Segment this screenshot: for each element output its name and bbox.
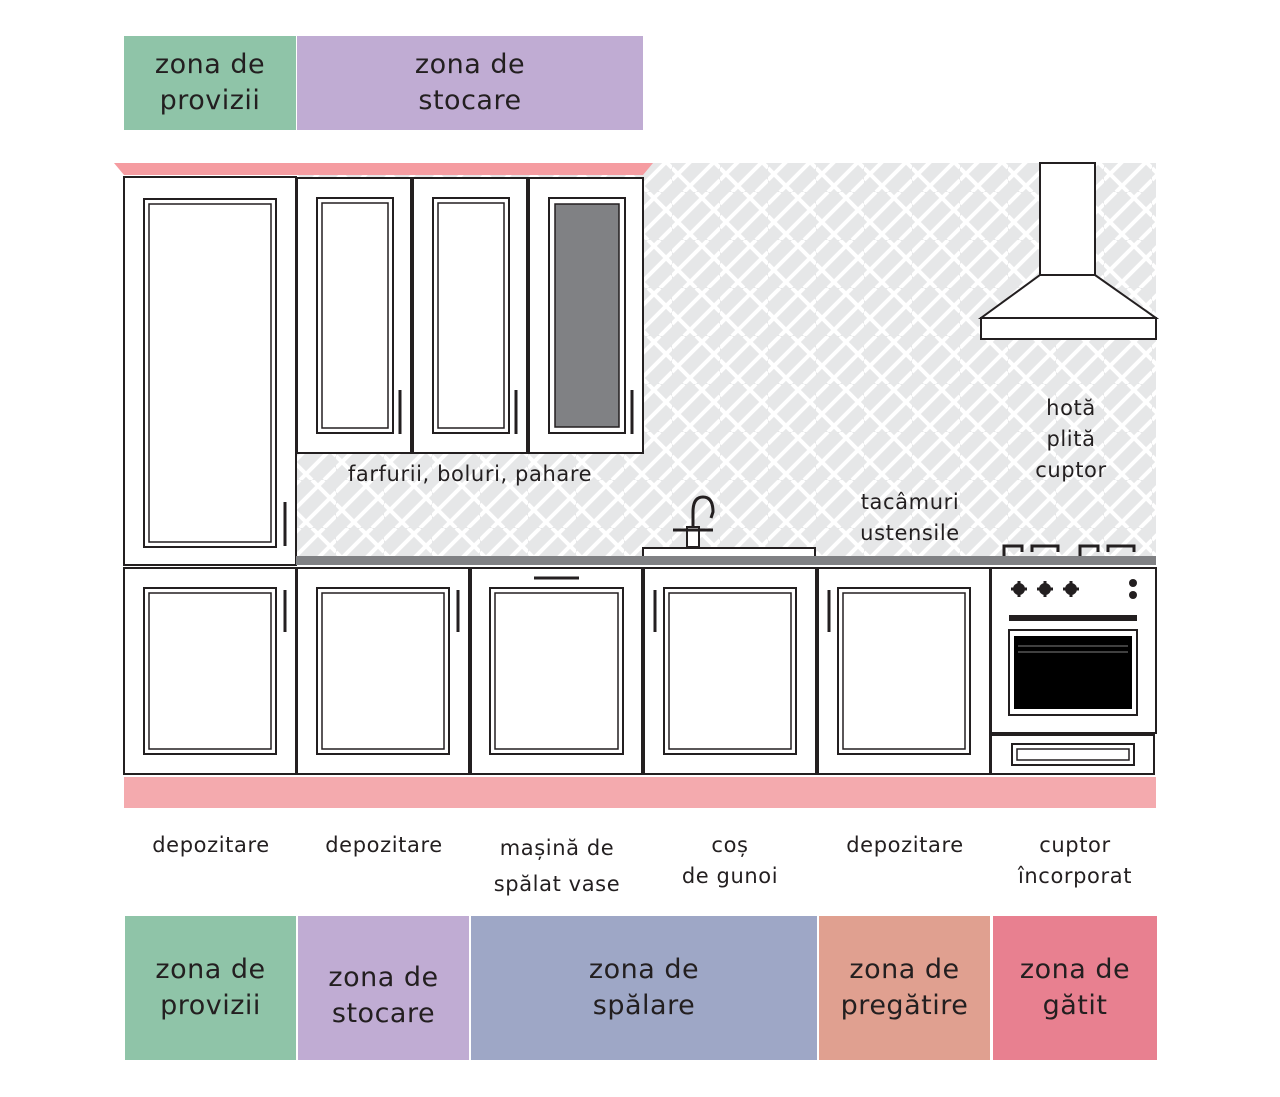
- upper-cabinet-2: [412, 177, 528, 454]
- cooking-annotation: hotă plită cuptor: [1000, 393, 1142, 486]
- upper-cabinet-glass: [528, 177, 644, 454]
- cabinet-label-4: coș de gunoi: [644, 830, 816, 892]
- zone-label-line1: zona de: [849, 954, 960, 985]
- zone-label-line2: provizii: [160, 990, 261, 1021]
- cabinet-label-6: cuptor încorporat: [990, 830, 1160, 892]
- cabinet-label-line2: încorporat: [1017, 864, 1133, 888]
- cabinet-label-5: depozitare: [818, 830, 992, 861]
- annotation-line2: ustensile: [860, 521, 960, 545]
- base-cabinet-prep: [817, 567, 991, 775]
- upper-cabinet-annotation: farfurii, boluri, pahare: [296, 459, 644, 490]
- cabinet-label-line1: mașină de: [499, 836, 615, 860]
- zone-label-line1: zona de: [1019, 954, 1131, 985]
- plinth: [124, 777, 1156, 808]
- bottom-zone-provizii: zona de provizii: [125, 916, 296, 1060]
- zone-label-line2: stocare: [418, 85, 522, 116]
- bottom-zone-stocare: zona de stocare: [298, 916, 469, 1060]
- top-zone-provizii: zona de provizii: [124, 36, 296, 130]
- cabinet-label-line1: depozitare: [846, 833, 964, 857]
- zone-label-line2: stocare: [331, 998, 436, 1029]
- zone-label-line1: zona de: [328, 962, 439, 993]
- bottom-zone-spalare: zona de spălare: [471, 916, 817, 1060]
- cabinet-label-line1: depozitare: [325, 833, 443, 857]
- zone-label-line1: zona de: [154, 49, 266, 80]
- built-in-oven: [990, 567, 1157, 775]
- sink-faucet: [642, 495, 816, 559]
- cabinet-label-2: depozitare: [297, 830, 471, 861]
- oven-knobs: [1011, 579, 1137, 599]
- bottom-zone-pregatire: zona de pregătire: [819, 916, 990, 1060]
- annotation-line2: plită: [1046, 427, 1096, 451]
- cabinet-label-1: depozitare: [124, 830, 298, 861]
- tall-pantry-cabinet: [123, 176, 297, 566]
- zone-label-line2: gătit: [1042, 990, 1108, 1021]
- zone-label-line1: zona de: [414, 49, 526, 80]
- cabinet-label-line2: spălat vase: [493, 872, 621, 896]
- cabinet-label-line1: coș: [711, 833, 749, 857]
- zone-label-line1: zona de: [588, 954, 700, 985]
- annotation-line1: hotă: [1046, 396, 1096, 420]
- annotation-line1: tacâmuri: [860, 490, 960, 514]
- cabinet-label-3: mașină de spălat vase: [470, 830, 644, 902]
- range-hood: [977, 162, 1160, 340]
- base-cabinet-2: [296, 567, 470, 775]
- cabinet-label-line1: depozitare: [152, 833, 270, 857]
- bottom-zone-gatit: zona de gătit: [993, 916, 1157, 1060]
- zone-label-line2: spălare: [592, 990, 696, 1021]
- zone-label-line2: provizii: [159, 85, 261, 116]
- utensils-annotation: tacâmuri ustensile: [820, 487, 1000, 549]
- annotation-line3: cuptor: [1035, 458, 1107, 482]
- cabinet-label-line2: de gunoi: [681, 864, 779, 888]
- upper-cabinet-1: [296, 177, 412, 454]
- cabinet-label-line1: cuptor: [1039, 833, 1111, 857]
- countertop: [296, 556, 1156, 565]
- base-cabinet-1: [123, 567, 297, 775]
- zone-label-line2: pregătire: [840, 990, 969, 1021]
- cooktop-burners: [1002, 544, 1136, 556]
- base-cabinet-trash: [643, 567, 817, 775]
- zone-label-line1: zona de: [155, 954, 266, 985]
- base-cabinet-dishwasher: [470, 567, 643, 775]
- top-zone-stocare: zona de stocare: [297, 36, 643, 130]
- cornice: [114, 163, 653, 175]
- annotation-text: farfurii, boluri, pahare: [347, 462, 593, 486]
